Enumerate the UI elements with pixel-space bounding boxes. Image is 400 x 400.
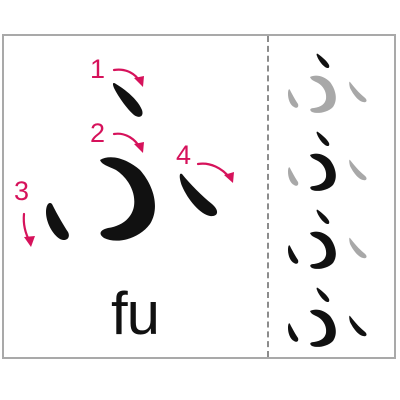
stroke-4 xyxy=(179,173,218,217)
romaji-label: fu xyxy=(110,280,160,347)
arrowhead-1-icon xyxy=(134,76,144,87)
main-character-panel: 1 2 3 4 fu xyxy=(4,36,266,357)
stroke-number-1: 1 xyxy=(90,54,105,84)
arrowhead-3-icon xyxy=(24,236,35,247)
stroke-number-4: 4 xyxy=(176,140,191,170)
step-1-diagram xyxy=(288,53,367,113)
stroke-order-card: 1 2 3 4 fu xyxy=(2,34,396,359)
stroke-1 xyxy=(112,83,143,117)
stroke-number-2: 2 xyxy=(90,118,105,148)
hiragana-fu-strokes: 1 2 3 4 xyxy=(14,54,234,247)
stroke-2 xyxy=(100,157,155,241)
arrow-stroke-1 xyxy=(112,68,142,84)
step-4-diagram xyxy=(288,287,367,347)
stroke-3 xyxy=(46,202,69,241)
arrowhead-2-icon xyxy=(134,142,144,153)
stroke-number-3: 3 xyxy=(14,176,29,206)
stroke-steps-panel xyxy=(270,36,394,357)
arrowhead-4-icon xyxy=(224,172,234,183)
dashed-divider xyxy=(267,36,269,357)
step-2-diagram xyxy=(288,131,367,191)
step-3-diagram xyxy=(288,209,367,269)
